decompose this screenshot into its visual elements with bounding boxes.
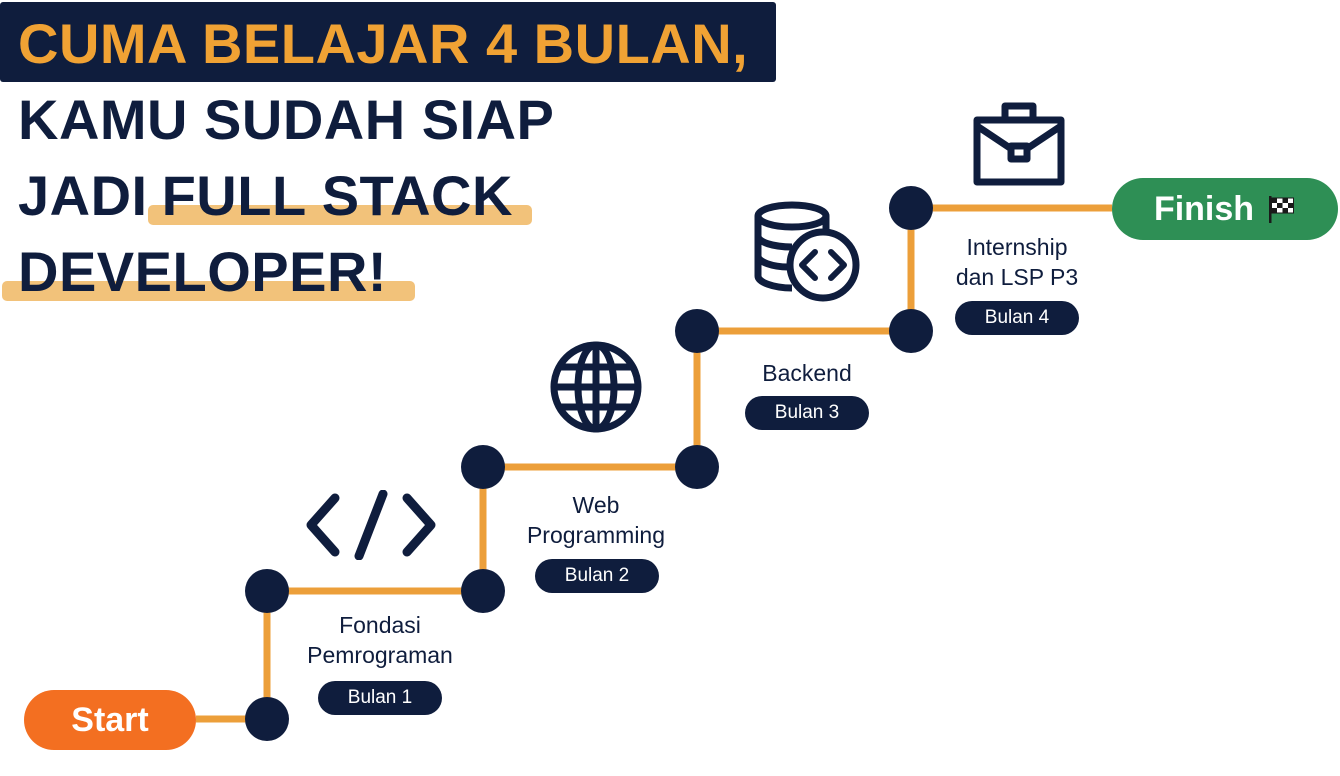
headline-line-2: KAMU SUDAH SIAP: [18, 88, 555, 151]
stage-3-title-line-1: Backend: [762, 360, 852, 386]
stage-1-title: Fondasi Pemrograman: [270, 610, 490, 670]
path-nodes: [245, 186, 933, 741]
stage-2-month-badge: Bulan 2: [535, 559, 659, 593]
path-lines: [196, 204, 1112, 723]
stage-2-title-line-1: Web: [572, 492, 620, 518]
stage-1-month-badge: Bulan 1: [318, 681, 442, 715]
headline-line-3-highlight: FULL STACK: [161, 164, 513, 227]
headline-underline-developer: [2, 281, 415, 301]
stage-2-title-line-2: Programming: [526, 522, 666, 548]
path-segment: [196, 204, 1112, 723]
start-pill: Start: [24, 690, 196, 750]
start-label: Start: [71, 700, 149, 739]
path-node: [461, 445, 505, 489]
headline-line-4: DEVELOPER!: [18, 244, 387, 300]
path-node: [245, 697, 289, 741]
path-node: [461, 569, 505, 613]
path-node: [889, 186, 933, 230]
stage-4-title-line-2: dan LSP P3: [955, 264, 1079, 290]
finish-pill: Finish: [1112, 178, 1338, 240]
stage-4-title-line-1: Internship: [966, 234, 1068, 260]
headline-highlight-bar: [0, 2, 776, 82]
checkered-flag-icon: [1266, 194, 1296, 224]
headline-line-4-text: DEVELOPER!: [18, 240, 388, 303]
path-node: [889, 309, 933, 353]
stage-1-title-line-2: Pemrograman: [307, 642, 453, 668]
path-node: [675, 309, 719, 353]
finish-label: Finish: [1153, 189, 1255, 228]
headline-line-3-prefix: JADI: [18, 164, 148, 227]
stage-4-title: Internship dan LSP P3: [907, 232, 1127, 292]
globe-icon: [549, 340, 643, 439]
stage-2-title: Web Programming: [486, 490, 706, 550]
stage-3-month-badge: Bulan 3: [745, 396, 869, 430]
stage-3-title: Backend: [697, 358, 917, 388]
path-node: [245, 569, 289, 613]
code-brackets-icon: [305, 489, 437, 565]
headline-underline-full-stack: [148, 205, 532, 225]
headline-line-1: CUMA BELAJAR 4 BULAN,: [18, 12, 749, 75]
stage-4-month-badge: Bulan 4: [955, 301, 1079, 335]
briefcase-icon: [973, 102, 1065, 191]
stage-1-title-line-1: Fondasi: [339, 612, 421, 638]
path-node: [675, 445, 719, 489]
database-code-icon: [752, 200, 862, 307]
